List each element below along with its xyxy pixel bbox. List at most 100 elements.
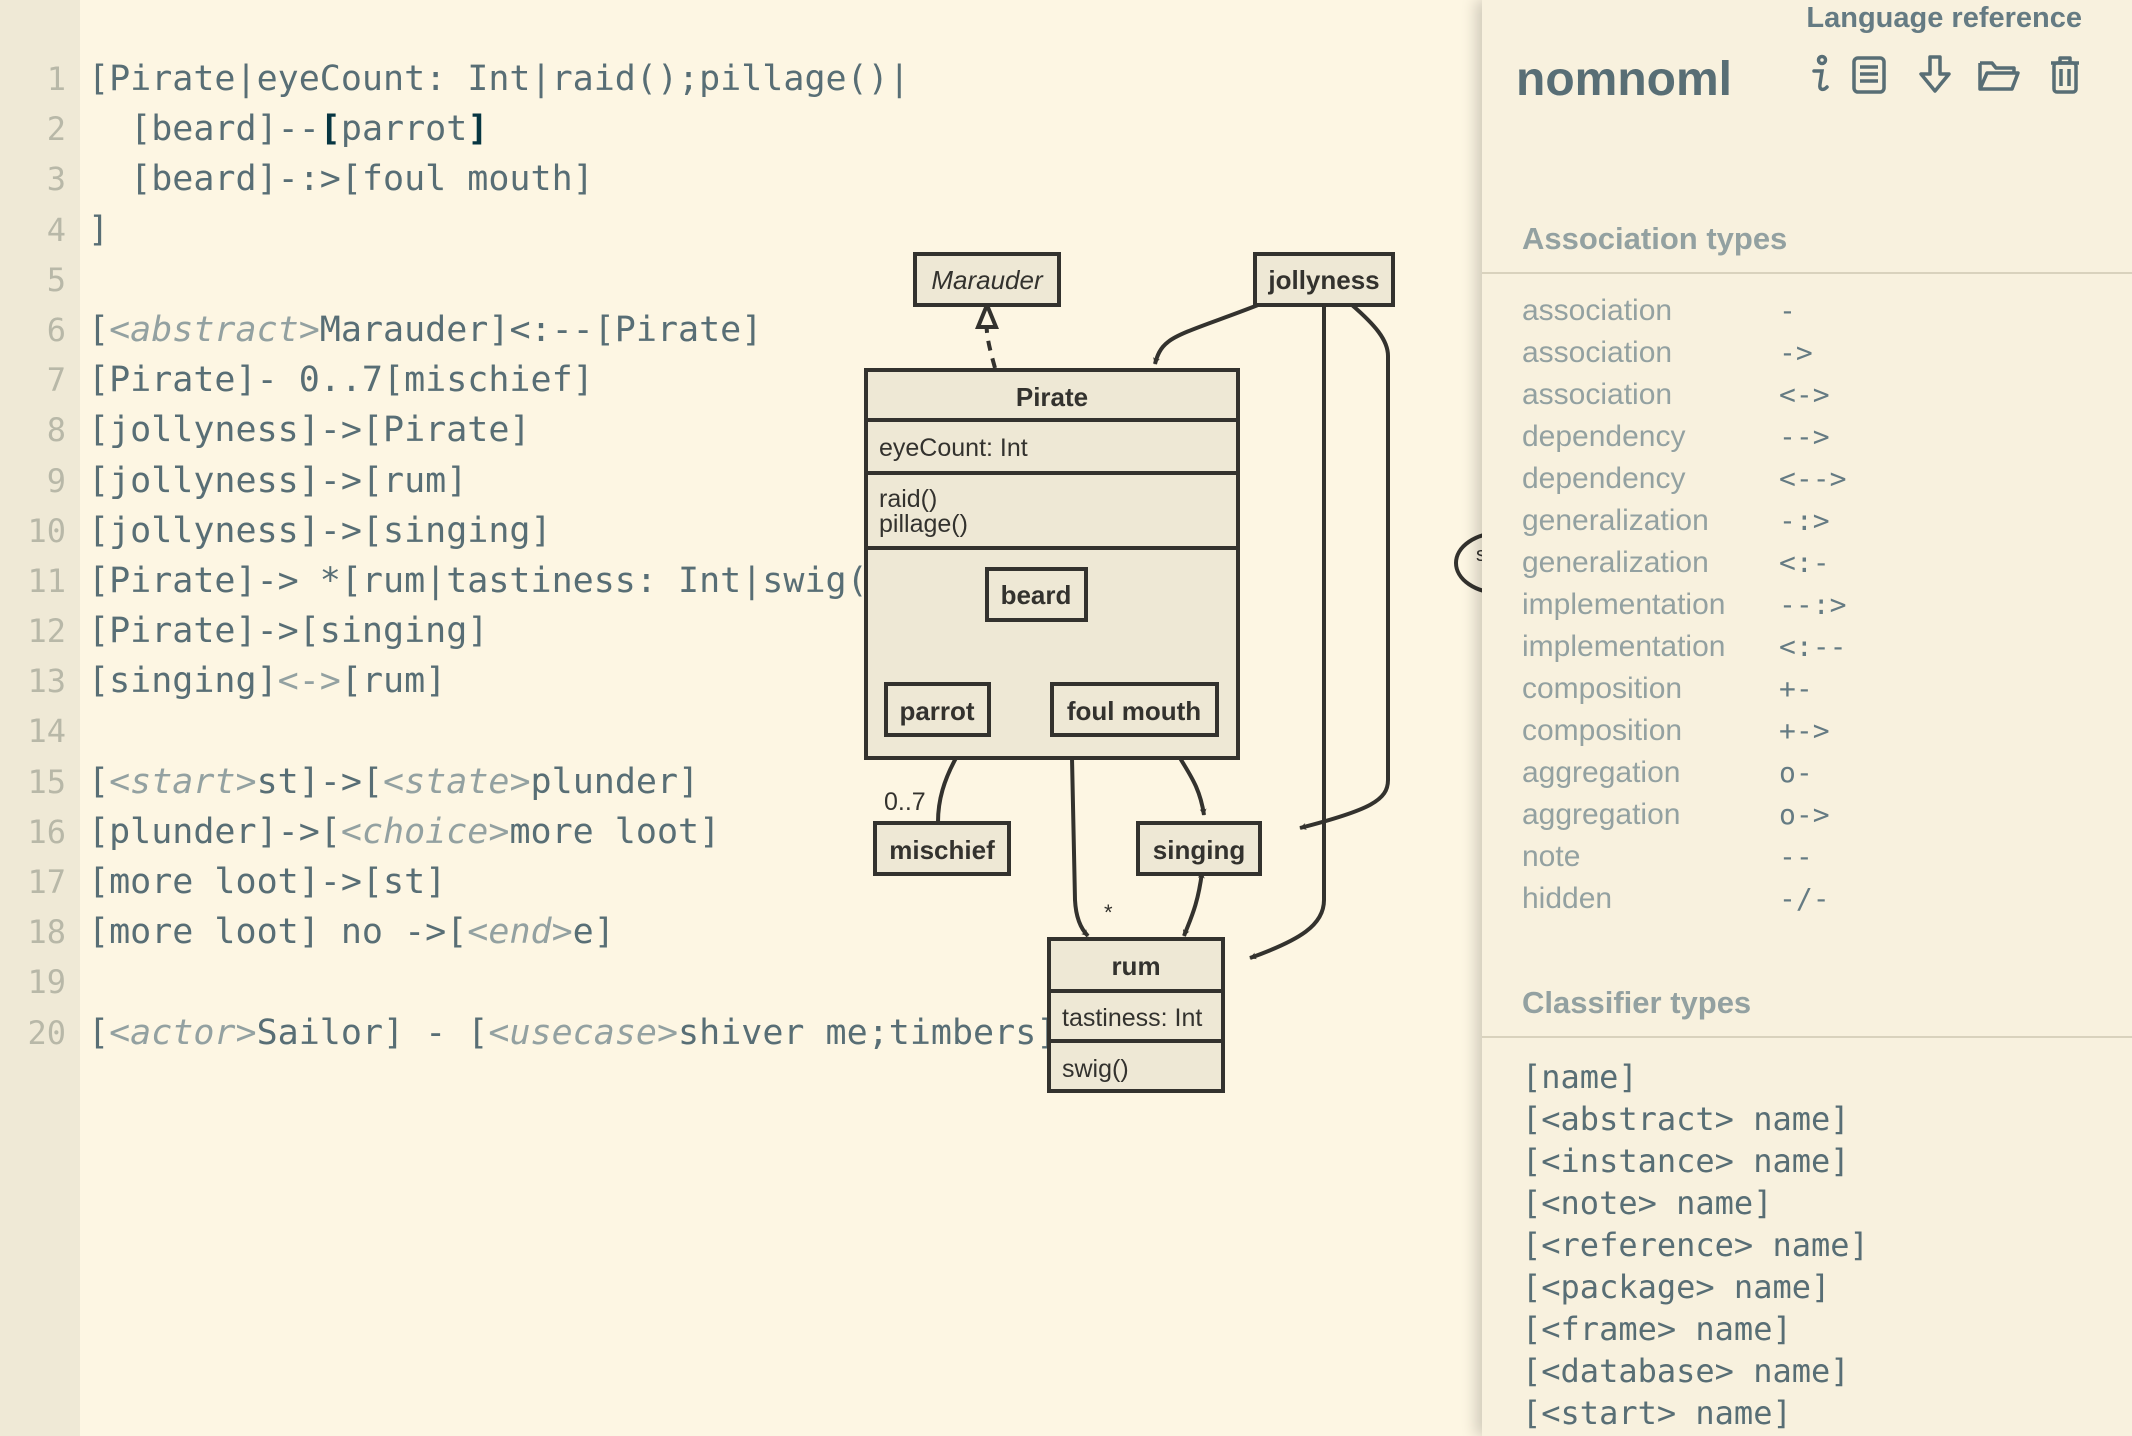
- info-icon[interactable]: [1796, 52, 1842, 98]
- cut-off-node-label: s: [1476, 544, 1486, 566]
- association-row: implementation <:--: [1522, 630, 2082, 672]
- code-line[interactable]: 19: [0, 957, 1000, 1007]
- node-rum: [1047, 937, 1225, 1093]
- rum-field: tastiness: Int: [1062, 1004, 1202, 1032]
- edge-singing-rum: [1182, 871, 1205, 937]
- association-name: dependency: [1522, 462, 1686, 495]
- association-syntax: -/-: [1779, 882, 1830, 915]
- code-token: [more loot]->[st]: [88, 862, 447, 902]
- code-token: [: [88, 761, 110, 802]
- node-jollyness: [1253, 252, 1395, 307]
- association-syntax: <:-: [1779, 546, 1830, 579]
- code-line[interactable]: 20 [<actor>Sailor] - [<usecase>shiver me;…: [0, 1008, 1057, 1058]
- line-number: 20: [27, 1013, 66, 1052]
- association-row: composition+-: [1522, 672, 2082, 714]
- code-token: [jollyness]->[singing]: [88, 510, 552, 551]
- document-icon[interactable]: [1846, 52, 1892, 98]
- reference-panel: Language reference nomnoml: [1482, 0, 2132, 1436]
- code-token: [Pirate|eyeCount: Int|raid();pillage()|: [88, 59, 910, 99]
- code-text: [jollyness]->[Pirate]: [88, 405, 531, 455]
- association-syntax: <->: [1779, 378, 1830, 411]
- code-line[interactable]: 7[Pirate]- 0..7[mischief]: [0, 355, 1000, 405]
- association-name: association: [1522, 294, 1673, 327]
- code-line[interactable]: 13[singing]<->[rum]: [0, 656, 1000, 706]
- code-token: [beard]--: [88, 109, 320, 150]
- hollow-triangle-icon: [975, 299, 999, 329]
- association-syntax: o->: [1779, 798, 1830, 831]
- code-token: [singing]: [88, 661, 278, 702]
- code-text: [<actor>Sailor] - [<usecase>shiver me;ti…: [88, 1008, 1057, 1058]
- line-number: 4: [46, 210, 66, 249]
- code-line[interactable]: 10[jollyness]->[singing]: [0, 506, 1000, 556]
- code-text: [<start>st]->[<state>plunder]: [88, 757, 699, 807]
- code-token: [: [88, 309, 110, 350]
- code-line[interactable]: 1 [Pirate|eyeCount: Int|raid();pillage()|: [0, 54, 1000, 104]
- association-name: generalization: [1522, 504, 1709, 537]
- code-keyword: <state>: [383, 761, 531, 802]
- uml-diagram: s Marauder jollyness Pirate eyeCount: In…: [864, 252, 1500, 1093]
- code-token: [beard]-:>[foul mouth]: [88, 159, 594, 200]
- line-number: 18: [27, 913, 66, 952]
- download-icon[interactable]: [1912, 52, 1958, 98]
- code-text: [beard]-:>[foul mouth]: [88, 154, 594, 204]
- association-types-title: Association types: [1522, 221, 1788, 256]
- edge-pirate-mischief: [936, 757, 958, 823]
- line-number: 3: [46, 160, 66, 199]
- node-marauder: [913, 252, 1061, 307]
- code-line[interactable]: 12[Pirate]->[singing]: [0, 606, 1000, 656]
- code-token: Sailor] - [: [256, 1012, 489, 1053]
- code-token: [plunder]->[: [88, 811, 341, 852]
- line-number: 19: [27, 963, 66, 1002]
- edge-pirate-singing: [1178, 756, 1207, 816]
- edge-pirate-rum: [1070, 757, 1090, 938]
- code-editor[interactable]: 1 [Pirate|eyeCount: Int|raid();pillage()|…: [0, 54, 1057, 1058]
- classifier-syntax: [<start> name]: [1522, 1394, 1792, 1432]
- association-row: association->: [1522, 336, 2082, 378]
- classifier-syntax: [<abstract> name]: [1522, 1100, 1850, 1138]
- edge-pirate-marauder: [984, 317, 997, 369]
- code-token: st]->[: [256, 761, 384, 802]
- code-text: ]: [88, 205, 109, 255]
- code-text: [Pirate]- 0..7[mischief]: [88, 355, 594, 405]
- line-number: 17: [27, 863, 66, 901]
- code-line[interactable]: 18[more loot] no ->[<end>e]: [0, 907, 1000, 957]
- beard-label: beard: [1001, 580, 1072, 610]
- code-line[interactable]: 14: [0, 706, 1000, 756]
- code-line[interactable]: 16[plunder]->[<choice>more loot]: [0, 807, 1000, 857]
- code-line[interactable]: 6[<abstract>Marauder]<:--[Pirate]: [0, 305, 1000, 355]
- code-line[interactable]: 8[jollyness]->[Pirate]: [0, 405, 1000, 455]
- association-row: implementation--:>: [1522, 588, 2082, 630]
- association-name: composition: [1522, 672, 1683, 705]
- panel-heading: Language reference: [1806, 2, 2082, 34]
- code-line[interactable]: 9[jollyness]->[rum]: [0, 456, 1000, 506]
- association-syntax: +->: [1779, 714, 1830, 747]
- folder-icon[interactable]: [1976, 52, 2022, 98]
- classifier-syntax: [<reference> name]: [1522, 1226, 1869, 1264]
- code-line[interactable]: 2 [beard]--[parrot]: [0, 104, 1000, 154]
- line-number: 2: [46, 110, 66, 149]
- pirate-method-raid: raid(): [879, 485, 937, 513]
- code-keyword: <choice>: [340, 811, 510, 852]
- code-token: [more loot] no ->[: [88, 912, 468, 953]
- association-syntax: <:--: [1779, 630, 1847, 663]
- code-line[interactable]: 17 [more loot]->[st]: [0, 857, 1000, 907]
- rum-multiplicity: *: [1104, 900, 1113, 925]
- association-name: implementation: [1522, 630, 1726, 663]
- code-line[interactable]: 15[<start>st]->[<state>plunder]: [0, 757, 1000, 807]
- code-token: [jollyness]->[Pirate]: [88, 410, 531, 451]
- classifier-syntax: [name]: [1522, 1058, 1638, 1096]
- mischief-label: mischief: [889, 835, 995, 865]
- association-row: note--: [1522, 840, 2082, 882]
- trash-icon[interactable]: [2042, 52, 2088, 98]
- line-number: 1: [46, 60, 66, 98]
- node-parrot: [884, 682, 991, 737]
- association-row: composition+->: [1522, 714, 2082, 756]
- code-line[interactable]: 3 [beard]-:>[foul mouth]: [0, 154, 1000, 204]
- code-line[interactable]: 5: [0, 255, 1000, 305]
- code-text: [plunder]->[<choice>more loot]: [88, 807, 720, 857]
- association-syntax: -:>: [1779, 504, 1830, 537]
- code-line[interactable]: 4]: [0, 205, 1000, 255]
- code-token: ]: [88, 209, 110, 250]
